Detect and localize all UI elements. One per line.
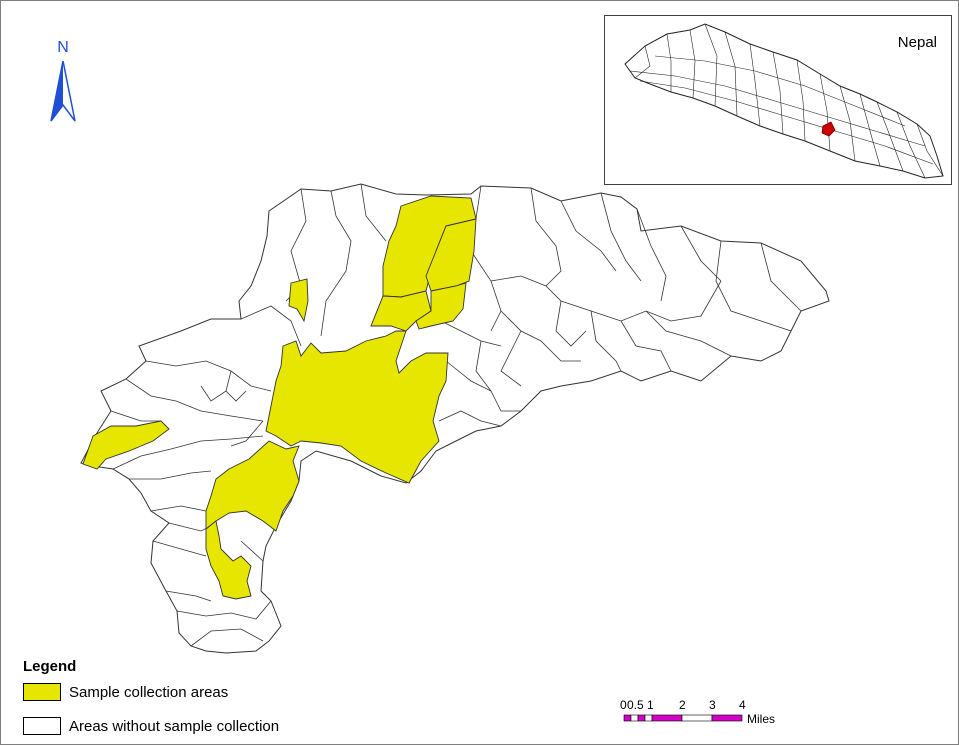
study-area-highlight bbox=[821, 121, 836, 137]
north-arrow-icon bbox=[50, 61, 76, 122]
legend: Legend Sample collection areas Areas wit… bbox=[23, 658, 279, 749]
north-arrow: N bbox=[43, 39, 83, 127]
sampled-area-south bbox=[205, 440, 300, 532]
scale-bar: 0 0.5 1 2 3 4 Miles bbox=[620, 698, 823, 728]
scale-bar-graphic bbox=[623, 714, 743, 722]
internal-boundaries bbox=[110, 183, 802, 647]
scale-unit: Miles bbox=[747, 712, 776, 726]
sampled-area-north-4 bbox=[415, 282, 467, 330]
scale-tick-2: 2 bbox=[679, 698, 686, 712]
legend-swatch-sampled bbox=[23, 683, 61, 701]
legend-item-unsampled: Areas without sample collection bbox=[23, 715, 279, 737]
legend-item-sampled: Sample collection areas bbox=[23, 681, 279, 703]
scale-tick-1: 1 bbox=[647, 698, 654, 712]
legend-label-sampled: Sample collection areas bbox=[69, 683, 229, 701]
legend-swatch-unsampled bbox=[23, 717, 61, 735]
scale-tick-0: 0 bbox=[620, 698, 627, 712]
sampled-area-small-north bbox=[288, 278, 309, 323]
inset-title: Nepal bbox=[897, 34, 937, 51]
scale-tick-4: 4 bbox=[739, 698, 746, 712]
scale-tick-0.5: 0.5 bbox=[627, 698, 644, 712]
sampled-area-central bbox=[265, 330, 449, 484]
legend-label-unsampled: Areas without sample collection bbox=[69, 717, 280, 735]
sampled-areas bbox=[82, 195, 477, 600]
scale-tick-3: 3 bbox=[709, 698, 716, 712]
legend-title: Legend bbox=[23, 658, 77, 675]
north-arrow-letter: N bbox=[57, 39, 69, 56]
sampled-area-west bbox=[82, 420, 170, 470]
inset-map: Nepal bbox=[604, 15, 952, 185]
sampled-area-south-2 bbox=[205, 520, 252, 600]
nepal-outline bbox=[624, 23, 944, 179]
